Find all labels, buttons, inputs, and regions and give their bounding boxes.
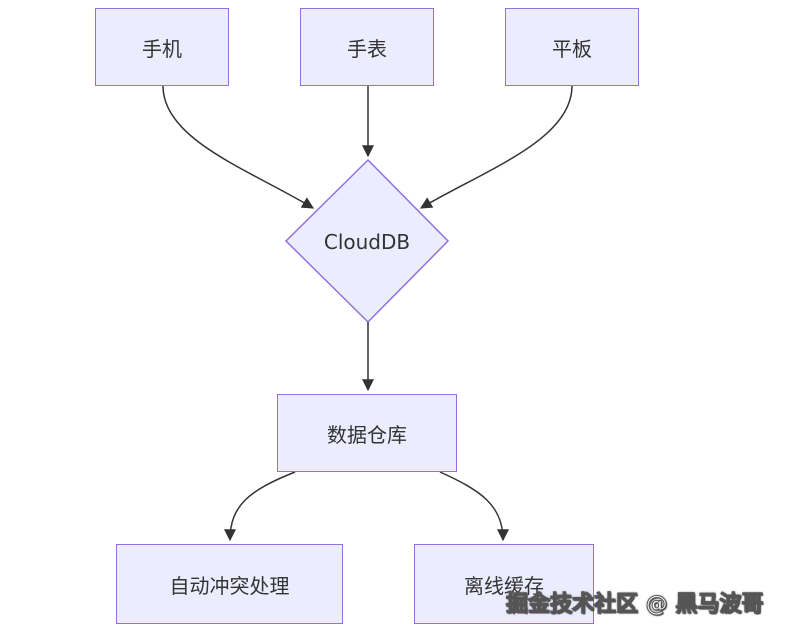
node-offline-label: 离线缓存	[464, 573, 544, 598]
node-watch: 手表	[300, 8, 434, 86]
node-conflict-label: 自动冲突处理	[169, 573, 290, 598]
edge-tablet-clouddb	[419, 85, 573, 209]
node-warehouse: 数据仓库	[277, 394, 457, 472]
node-tablet-label: 平板	[552, 36, 592, 61]
node-watch-label: 手表	[347, 36, 387, 61]
node-warehouse-label: 数据仓库	[327, 422, 407, 447]
node-clouddb-label: CloudDB	[323, 230, 411, 254]
node-phone-label: 手机	[142, 36, 182, 61]
watermark-text: 掘金技术社区 @ 黑马波哥	[506, 592, 764, 618]
node-phone: 手机	[95, 8, 229, 86]
node-offline: 离线缓存	[414, 544, 594, 624]
node-tablet: 平板	[505, 8, 639, 86]
node-conflict: 自动冲突处理	[116, 544, 343, 624]
edge-phone-clouddb	[162, 85, 315, 209]
edge-warehouse-offline	[439, 471, 509, 542]
edge-warehouse-conflict	[224, 471, 296, 542]
